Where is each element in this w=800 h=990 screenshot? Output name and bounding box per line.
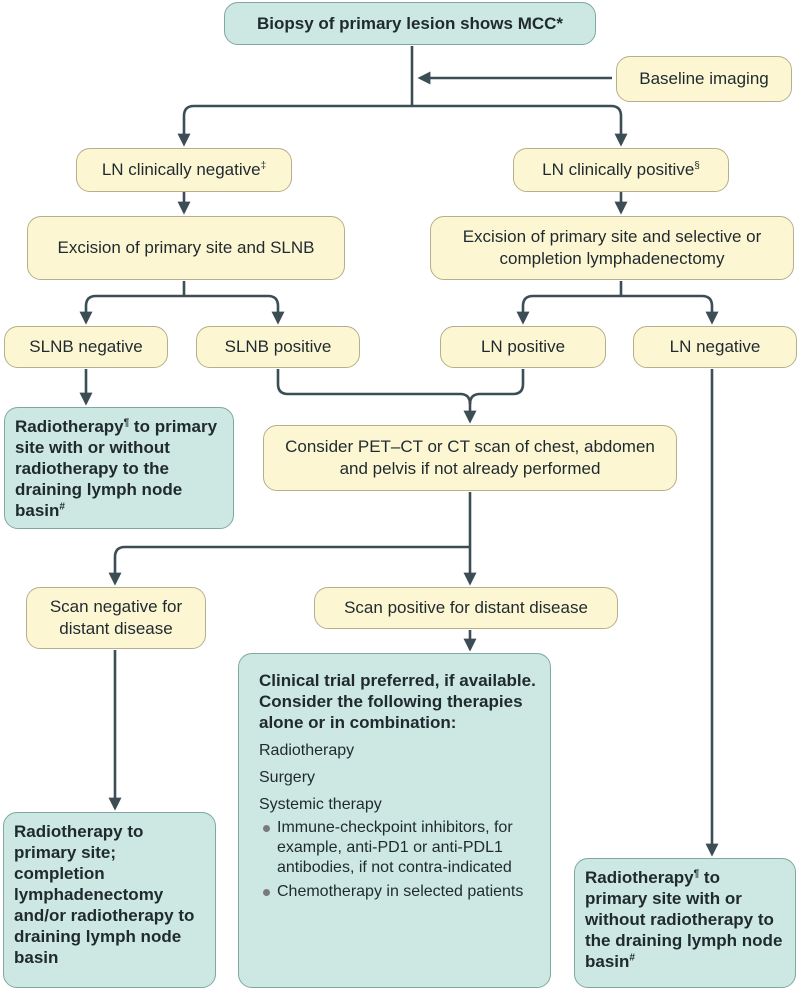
ln-clinically-positive-box: LN clinically positive§ [513,148,729,192]
clinical-trial-box: Clinical trial preferred, if available. … [238,653,551,988]
arrow-to-slnb-positive [184,294,285,325]
radiotherapy-left-box: Radiotherapy¶ to primary site with or wi… [4,407,234,529]
excision-slnb-box: Excision of primary site and SLNB [27,216,345,280]
radiotherapy-left-text: Radiotherapy¶ to primary site with or wi… [15,417,218,520]
arrow-to-scan-negative [108,545,470,586]
connector-ln-positive-merge [468,369,525,405]
radiotherapy-right-text: Radiotherapy¶ to primary site with or wi… [585,868,783,971]
pet-ct-text: Consider PET–CT or CT scan of chest, abd… [285,437,655,478]
scan-positive-box: Scan positive for distant disease [314,587,618,629]
bullet-chemotherapy: Chemotherapy in selected patients [263,882,538,902]
biopsy-box: Biopsy of primary lesion shows MCC* [224,2,596,45]
slnb-negative-box: SLNB negative [4,326,168,368]
radiotherapy-bottom-left-box: Radiotherapy to primary site; completion… [3,812,216,988]
ln-negative-box: LN negative [633,326,797,368]
excision-lymphadenectomy-box: Excision of primary site and selective o… [430,216,794,280]
arrow-to-ln-positive-result [516,294,621,325]
arrow-to-slnb-negative [79,294,184,325]
scan-negative-text: Scan negative for distant disease [49,597,183,638]
scan-positive-text: Scan positive for distant disease [344,598,588,617]
bullet-immune-checkpoint: Immune-checkpoint inhibitors, for exampl… [263,818,538,878]
arrow-to-ln-negative [177,104,412,147]
excision-lymphadenectomy-text: Excision of primary site and selective o… [462,227,762,268]
slnb-positive-text: SLNB positive [224,337,332,356]
ln-clinically-negative-text: LN clinically negative‡ [101,160,267,179]
biopsy-text: Biopsy of primary lesion shows MCC* [256,13,564,33]
therapy-radiotherapy: Radiotherapy [259,742,355,759]
ln-positive-text: LN positive [480,337,566,356]
scan-negative-box: Scan negative for distant disease [26,587,206,649]
arrow-to-ln-negative-result [621,294,719,325]
arrow-to-ln-positive [412,104,628,147]
ln-positive-box: LN positive [440,326,606,368]
slnb-positive-box: SLNB positive [196,326,360,368]
radiotherapy-bottom-left-text: Radiotherapy to primary site; completion… [14,822,195,967]
systemic-therapy-list: Immune-checkpoint inhibitors, for exampl… [259,818,538,906]
therapy-systemic: Systemic therapy [259,796,382,813]
excision-slnb-text: Excision of primary site and SLNB [57,238,315,257]
therapy-surgery: Surgery [259,769,316,786]
slnb-negative-text: SLNB negative [29,337,143,356]
ln-clinically-positive-text: LN clinically positive§ [542,160,700,179]
baseline-imaging-box: Baseline imaging [616,56,792,102]
pet-ct-box: Consider PET–CT or CT scan of chest, abd… [263,425,677,491]
ln-negative-text: LN negative [669,337,761,356]
ln-clinically-negative-box: LN clinically negative‡ [76,148,292,192]
radiotherapy-right-box: Radiotherapy¶ to primary site with or wi… [574,858,796,988]
baseline-imaging-text: Baseline imaging [639,69,769,88]
clinical-trial-heading: Clinical trial preferred, if available. … [259,671,536,732]
connector-slnb-positive-merge [276,369,472,405]
